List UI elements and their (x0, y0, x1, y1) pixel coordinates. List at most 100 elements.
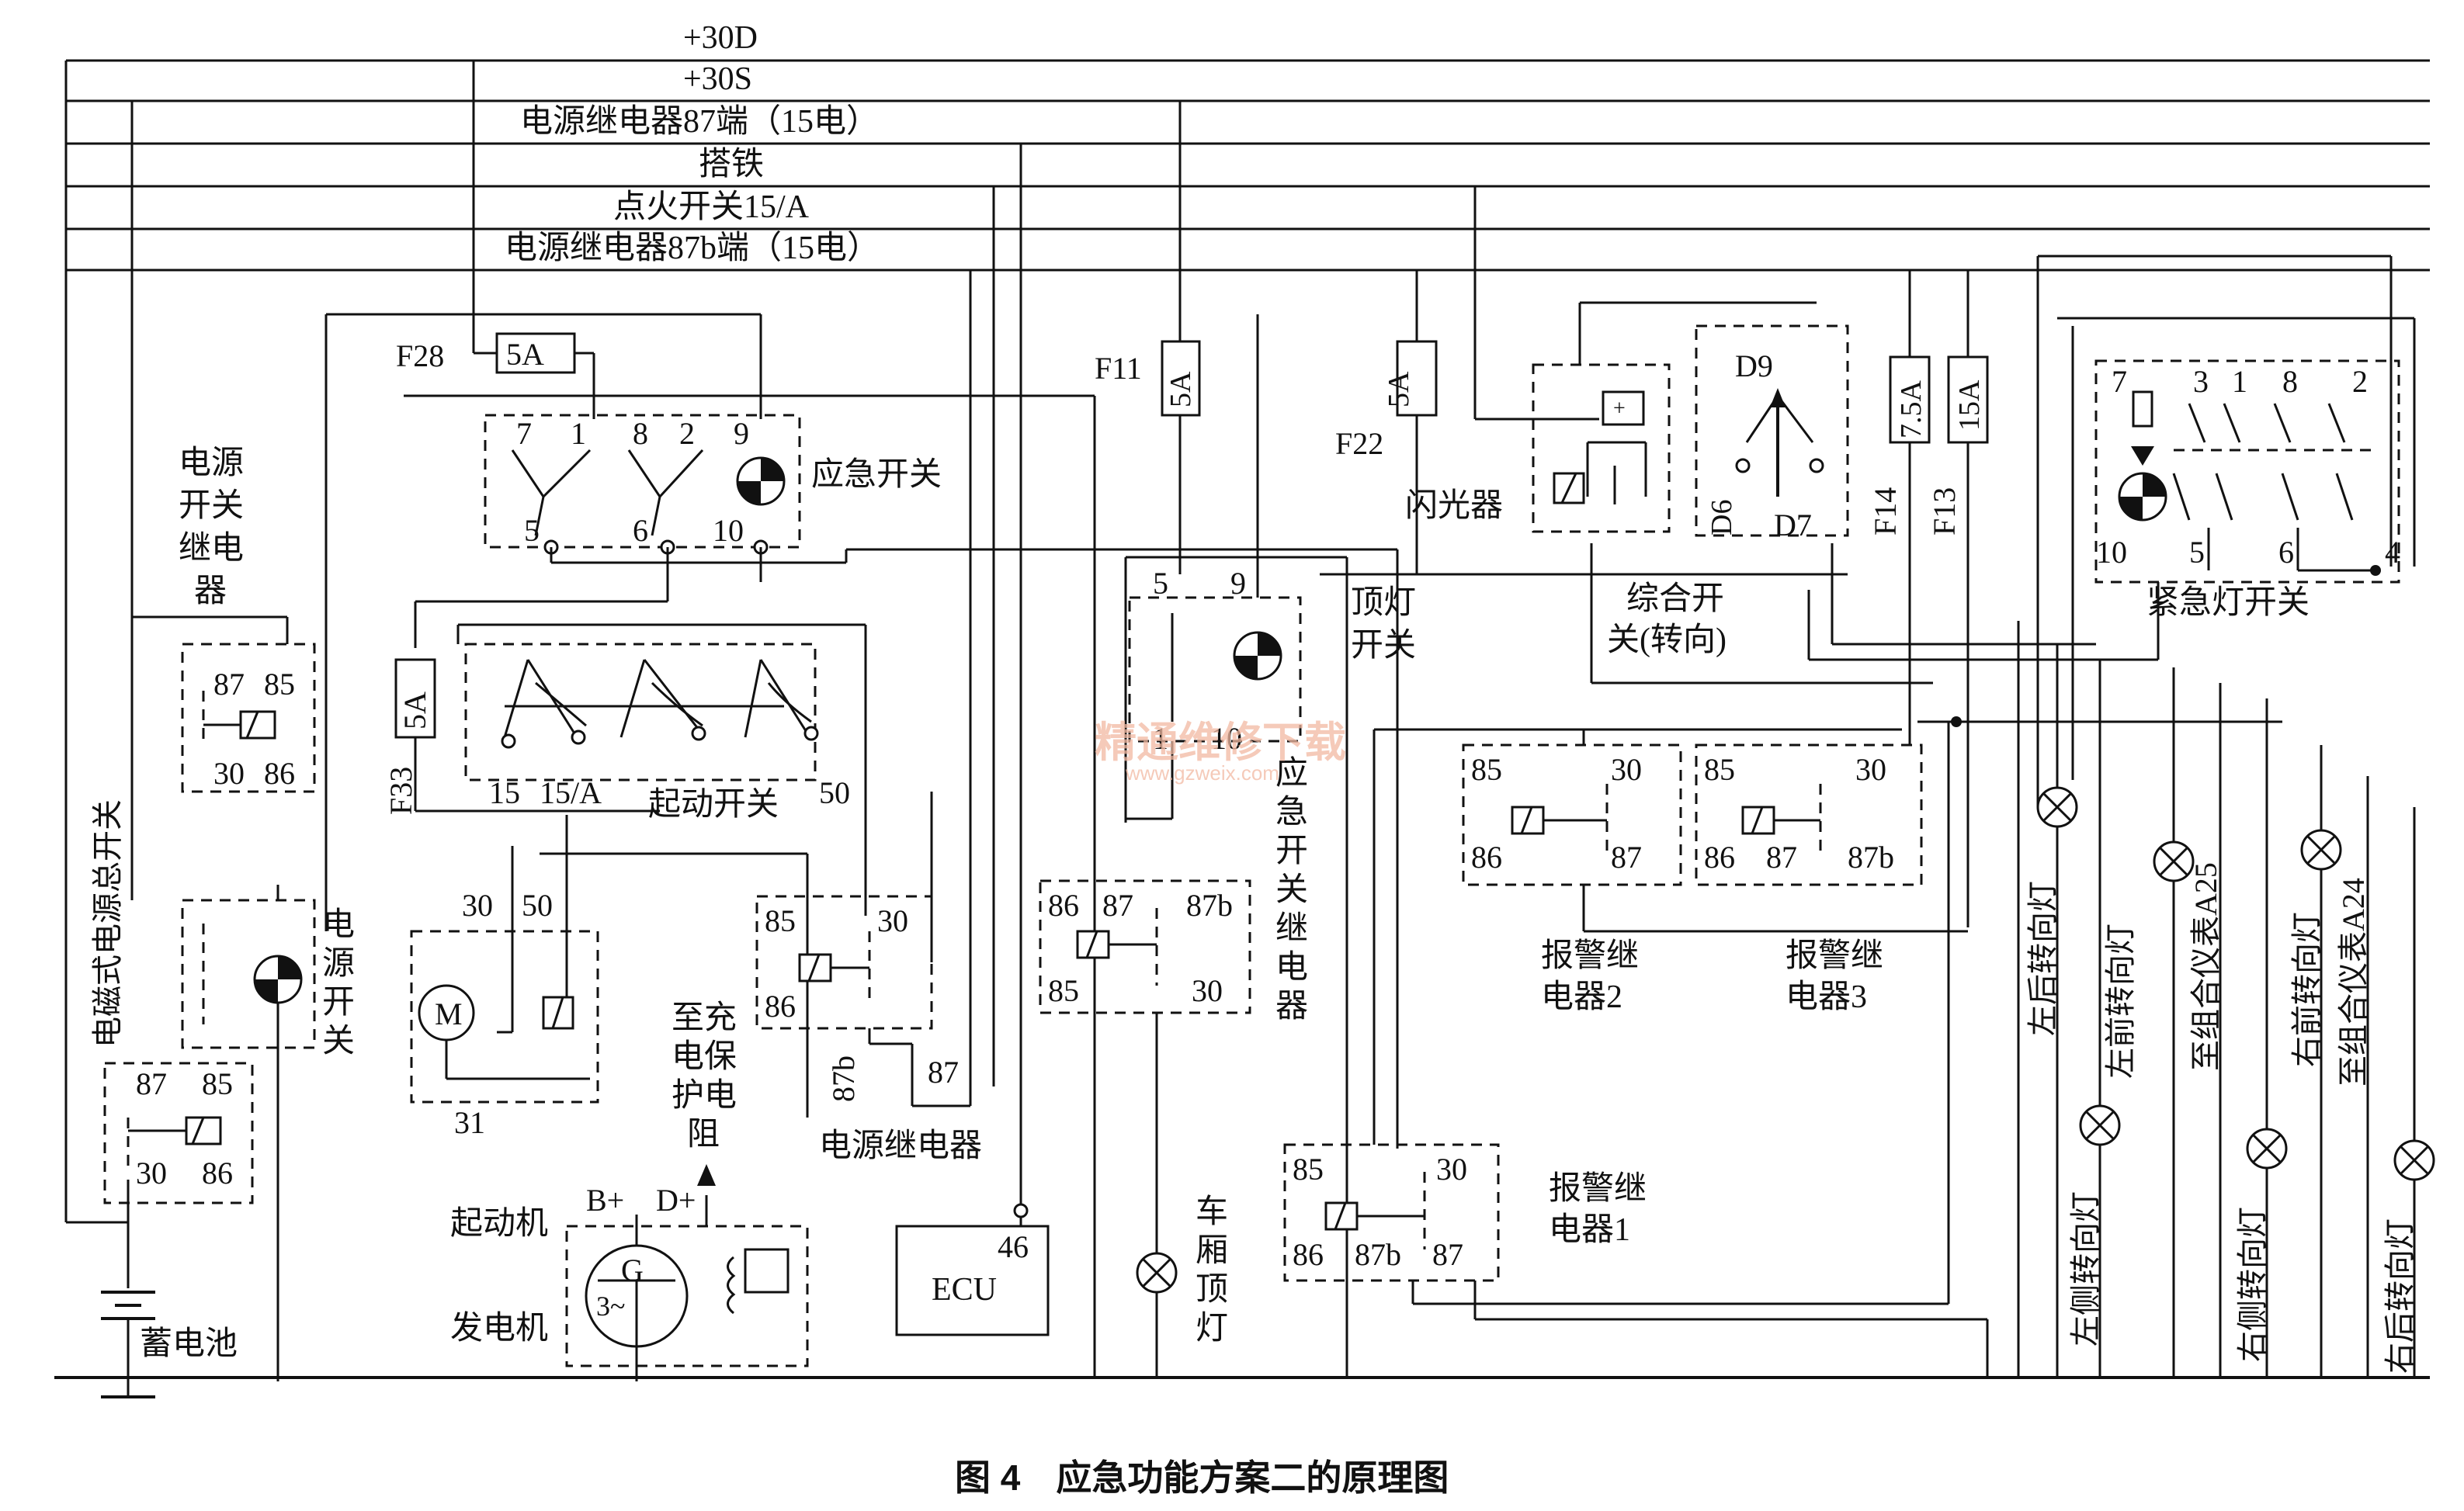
hazard-switch-pin-6: 6 (2278, 535, 2294, 570)
svg-text:继: 继 (1275, 911, 1308, 947)
charge-protect-label: 至充 电保 护电 阻 (672, 1000, 737, 1152)
left-side-lamp-label: 左侧转向灯 (2068, 1191, 2103, 1346)
alarm-relay2-label: 报警继 电器2 (1541, 938, 1639, 1015)
emergency-relay-pin-86: 86 (1048, 888, 1079, 923)
svg-text:综合开: 综合开 (1626, 580, 1724, 617)
combo-switch (1578, 301, 1933, 684)
start-switch-pin-50: 50 (819, 775, 850, 810)
alarm-relay3-pin-87b: 87b (1848, 840, 1894, 875)
right-side-lamp-label: 右侧转向灯 (2235, 1207, 2270, 1362)
fuse-f11-rating: 5A (1164, 371, 1197, 407)
alarm-relay2-pin-85: 85 (1471, 752, 1502, 787)
power-relay-pin-87: 87 (928, 1055, 959, 1090)
hazard-switch (2036, 255, 2416, 807)
fuse-f28-wiring (324, 61, 1096, 1378)
svg-text:顶灯: 顶灯 (1351, 585, 1416, 621)
svg-text:电器1: 电器1 (1549, 1212, 1630, 1248)
power-switch-relay (132, 615, 316, 793)
starter-pin-50: 50 (522, 888, 553, 923)
hazard-switch-label: 紧急灯开关 (2146, 585, 2310, 621)
watermark-url: www.gzweix.com (1125, 761, 1279, 785)
svg-text:电保: 电保 (672, 1039, 737, 1075)
bus-lines (54, 59, 2430, 1379)
svg-text:器: 器 (1275, 989, 1308, 1024)
master-relay-pin-85: 85 (202, 1066, 233, 1101)
power-switch (181, 885, 316, 1381)
alarm-relay-1 (1283, 1143, 1500, 1282)
starter-motor: M (410, 815, 809, 1118)
hazard-switch-pin-7: 7 (2112, 364, 2127, 399)
to-cluster-a24-label: 至组合仪表A24 (2336, 878, 2371, 1086)
relay-interconnect-wiring (1373, 543, 2282, 1378)
svg-text:开关: 开关 (179, 488, 244, 524)
power-relay-pin-86: 86 (765, 989, 796, 1024)
combo-switch-pin-d6: D6 (1706, 500, 1738, 535)
fuse-f11 (1161, 101, 1259, 598)
power-relay-pin-30: 30 (877, 903, 908, 938)
right-side-turn-lamp (2246, 1128, 2288, 1170)
cabin-lamp (1136, 1252, 1178, 1378)
emergency-switch-pin-1: 1 (571, 416, 586, 451)
figure-caption: 图 4 应急功能方案二的原理图 (955, 1457, 1449, 1498)
alarm-relay3-pin-86: 86 (1704, 840, 1735, 875)
svg-text:电器3: 电器3 (1786, 979, 1867, 1015)
svg-text:阻: 阻 (687, 1117, 720, 1152)
power-relay-pin-85: 85 (264, 667, 295, 702)
left-rear-lamp-label: 左后转向灯 (2025, 881, 2060, 1036)
battery-symbol (101, 1234, 155, 1398)
fuse-f22 (1320, 270, 1848, 576)
hazard-switch-pin-8: 8 (2282, 364, 2298, 399)
start-switch-pin-15a: 15/A (540, 775, 602, 810)
emergency-switch-pin-6: 6 (633, 513, 648, 548)
emergency-switch-relay (1039, 879, 1251, 1288)
dome-lamp-switch (1124, 556, 1348, 1378)
svg-text:关: 关 (1275, 872, 1308, 908)
alarm-relay1-pin-85: 85 (1293, 1152, 1324, 1187)
power-relay-pin-87: 87 (213, 667, 245, 702)
relay-coil (239, 710, 276, 740)
svg-text:关: 关 (322, 1024, 355, 1059)
master-relay-pin-87: 87 (136, 1066, 167, 1101)
svg-text:器: 器 (194, 574, 227, 609)
fuse-f33 (394, 658, 660, 813)
alarm-relay2-pin-30: 30 (1611, 752, 1642, 787)
power-relay-pin-85: 85 (765, 903, 796, 938)
cabin-lamp-label: 车 厢 顶 灯 (1196, 1194, 1228, 1346)
generator-dplus: D+ (656, 1183, 696, 1218)
svg-text:报警继: 报警继 (1549, 1171, 1647, 1207)
fuse-f13-label: F13 (1927, 487, 1962, 535)
flasher: + (1473, 186, 1671, 533)
emergency-relay-pin-87: 87 (1102, 888, 1133, 923)
power-relay (755, 186, 995, 1107)
bus-relay87-label: 电源继电器87端（15电） (520, 104, 879, 140)
svg-text:电: 电 (322, 907, 355, 943)
svg-text:电源: 电源 (179, 445, 244, 481)
emergency-relay-pin-85: 85 (1048, 973, 1079, 1008)
start-switch-pin-15: 15 (489, 775, 520, 810)
emergency-switch-wiring (414, 547, 1399, 648)
emergency-switch-label: 应急开关 (811, 456, 942, 493)
generator-g-symbol: G (621, 1253, 644, 1287)
bus-30s-label: +30S (683, 61, 752, 97)
emergency-switch-pin-5: 5 (524, 513, 540, 548)
hazard-switch-pin-3: 3 (2193, 364, 2209, 399)
start-switch-label: 起动开关 (648, 787, 779, 823)
left-rear-turn-lamp (2036, 786, 2078, 828)
emergency-relay-pin-30: 30 (1192, 973, 1223, 1008)
battery-master-switch-wiring (64, 61, 134, 1281)
generator-bplus: B+ (586, 1183, 624, 1218)
master-switch-relay (103, 1062, 254, 1204)
power-relay-pin-86: 86 (264, 756, 295, 791)
power-relay-pin-87b: 87b (826, 1055, 861, 1102)
dome-switch-pin-10: 10 (1211, 721, 1242, 756)
alarm-relay3-pin-85: 85 (1704, 752, 1735, 787)
svg-text:关(转向): 关(转向) (1607, 622, 1727, 658)
emergency-switch-pin-9: 9 (734, 416, 749, 451)
motor-symbol: M (435, 996, 463, 1031)
hazard-switch-pin-4: 4 (2385, 535, 2400, 570)
fuse-f28 (495, 332, 576, 374)
hazard-switch-pin-5: 5 (2189, 535, 2205, 570)
combo-switch-label: 综合开 关(转向) (1607, 580, 1727, 658)
alarm-relay1-pin-87: 87 (1432, 1237, 1463, 1272)
alarm-relay-3 (1695, 743, 1923, 886)
